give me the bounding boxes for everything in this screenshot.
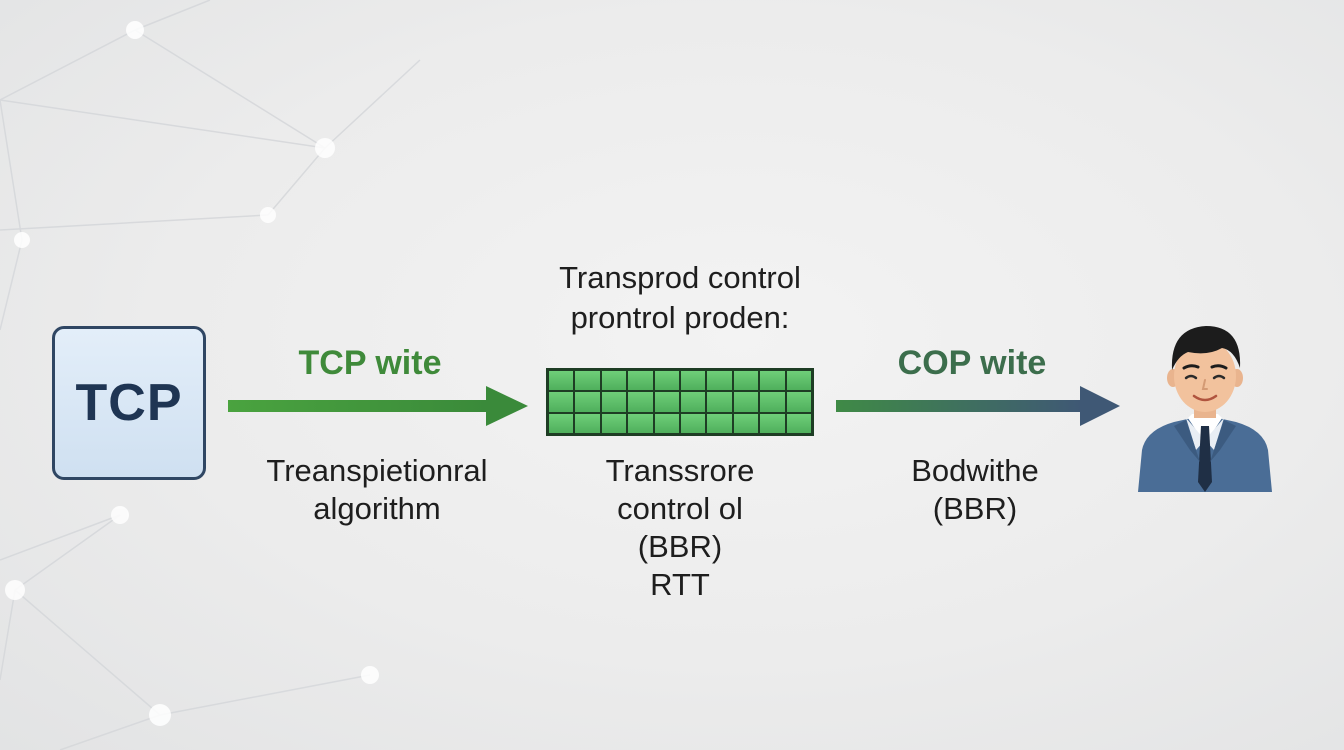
packet-grid-cell <box>733 413 759 433</box>
packet-grid-cell <box>549 392 574 412</box>
packet-grid-cell <box>601 413 627 433</box>
center-caption-line4: RTT <box>650 567 710 602</box>
packet-grid-cell <box>654 413 679 433</box>
packet-grid-cell <box>628 413 653 433</box>
packet-grid-cell <box>628 371 653 391</box>
packet-grid-cell <box>654 392 679 412</box>
center-title-line2: prontrol proden: <box>570 300 790 335</box>
packet-grid-cell <box>549 371 574 391</box>
packet-grid-cell <box>760 371 785 391</box>
packet-grid-cell <box>654 371 679 391</box>
center-caption-line3: (BBR) <box>637 529 723 564</box>
center-title: Transprod control prontrol proden: <box>520 258 840 338</box>
right-arrow-icon <box>836 386 1120 426</box>
packet-grid-cell <box>786 392 811 412</box>
packet-grid-cell <box>733 371 759 391</box>
packet-grid-cell <box>680 392 706 412</box>
center-caption: Transsrore control ol (BBR) RTT <box>540 452 820 604</box>
left-caption-line1: Treanspietionral <box>266 453 488 488</box>
center-caption-line2: control ol <box>617 491 743 526</box>
packet-grid-cell <box>601 392 627 412</box>
packet-grid-cell <box>549 413 574 433</box>
right-caption: Bodwithe (BBR) <box>840 452 1110 528</box>
person-avatar-icon <box>1138 326 1272 492</box>
packet-grid-cell <box>786 413 811 433</box>
packet-grid-cell <box>575 392 600 412</box>
packet-grid-cell <box>575 371 600 391</box>
tcp-box: TCP <box>52 326 206 480</box>
left-arrow-icon <box>228 386 528 426</box>
right-arrow-label: COP wite <box>897 344 1047 382</box>
packet-grid-cell <box>707 413 732 433</box>
packet-grid-cell <box>760 392 785 412</box>
packet-grid-icon <box>546 368 814 436</box>
center-caption-line1: Transsrore <box>605 453 755 488</box>
packet-grid-cell <box>628 392 653 412</box>
center-title-line1: Transprod control <box>559 260 801 295</box>
packet-grid-cell <box>760 413 785 433</box>
left-caption-line2: algorithm <box>313 491 441 526</box>
packet-grid-cell <box>707 371 732 391</box>
packet-grid-cell <box>575 413 600 433</box>
right-caption-line1: Bodwithe <box>911 453 1039 488</box>
packet-grid-cell <box>707 392 732 412</box>
packet-grid-cell <box>733 392 759 412</box>
left-caption: Treanspietionral algorithm <box>232 452 522 528</box>
tcp-box-label: TCP <box>75 374 183 432</box>
right-caption-line2: (BBR) <box>932 491 1018 526</box>
packet-grid-cell <box>786 371 811 391</box>
left-arrow-label: TCP wite <box>298 344 442 382</box>
packet-grid-cell <box>601 371 627 391</box>
packet-grid-cell <box>680 371 706 391</box>
packet-grid-cell <box>680 413 706 433</box>
